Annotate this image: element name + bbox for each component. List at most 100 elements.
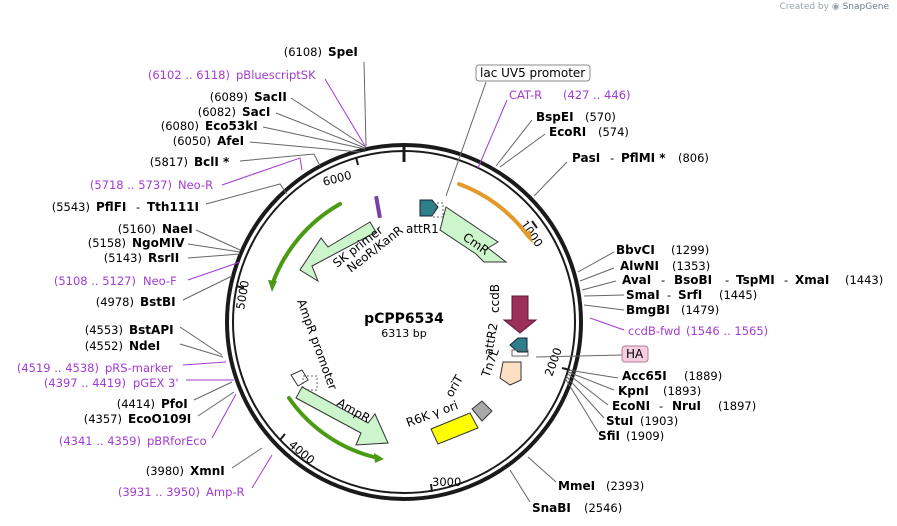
attr1-label: attR1	[406, 222, 439, 236]
backbone-outer-ring	[225, 143, 583, 501]
neor-leader	[221, 157, 303, 186]
attr2-label: attR2	[481, 322, 500, 357]
tick-label-3000: 3000	[432, 475, 461, 489]
left-site-labels: (6108) SpeI (6102 .. 6118) pBluescriptSK…	[17, 45, 367, 499]
neof-range: (5108 .. 5127)	[54, 274, 136, 288]
snabi-leader	[509, 469, 531, 503]
smai-pos: (1445)	[719, 288, 757, 302]
xmni-name: XmnI	[190, 464, 225, 478]
ccdb-gene-arrow	[502, 295, 538, 334]
sfii-leader	[564, 377, 599, 433]
bbvci-name: BbvCI	[616, 243, 655, 257]
pfoi-pos: (4414)	[117, 397, 155, 411]
saci-name: SacI	[242, 105, 270, 119]
sfii-name: SfiI	[598, 429, 620, 443]
ccdbfwd-name: ccdB-fwd	[628, 324, 681, 338]
stui-name: StuI	[606, 414, 633, 428]
ampr-promoter-feature	[290, 369, 309, 387]
pasi-sep: -	[610, 151, 614, 165]
ndei-name: NdeI	[129, 339, 160, 353]
pflfi-leader	[205, 183, 288, 205]
sacii-name: SacII	[254, 90, 287, 104]
ampr-primer-name: Amp-R	[206, 485, 245, 499]
afei-name: AfeI	[217, 134, 244, 148]
pflfi-sep: -	[136, 200, 140, 214]
bcli-name: BclI *	[194, 155, 230, 169]
avai-leader	[581, 280, 617, 291]
green-arc-upper-arrowhead	[268, 280, 277, 292]
snabi-pos: (2546)	[584, 501, 622, 515]
ndei-leader	[179, 343, 224, 358]
xmni-pos: (3980)	[146, 464, 184, 478]
econi-name: EcoNI	[612, 399, 650, 413]
alwni-leader	[579, 267, 615, 282]
catr-leader	[477, 99, 508, 169]
ha-leader	[535, 354, 623, 358]
pasi-name: PasI	[572, 151, 600, 165]
mmei-pos: (2393)	[606, 479, 644, 493]
plasmid-size: 6313 bp	[381, 327, 426, 340]
lac-uv5-label: lac UV5 promoter	[480, 66, 585, 80]
ngomiv-leader	[187, 243, 241, 253]
ecoo109i-leader	[197, 391, 235, 417]
avai-pos: (1443)	[845, 273, 883, 287]
bstbi-leader	[182, 275, 233, 301]
ecori-leader	[499, 133, 546, 168]
tick-1000	[531, 220, 538, 229]
right-site-labels: lac UV5 promoter CAT-R (427 .. 446) BspE…	[445, 64, 883, 515]
bstapi-name: BstAPI	[129, 323, 174, 337]
tick-6000	[355, 156, 359, 166]
saci-pos: (6082)	[198, 105, 236, 119]
green-feature-arc-lower	[287, 396, 380, 460]
catr-name: CAT-R	[509, 88, 542, 102]
rsrii-leader	[187, 253, 241, 259]
afei-leader	[249, 141, 361, 153]
tth111i-name: Tth111I	[147, 200, 199, 214]
sk-primer-mark	[374, 195, 382, 219]
lac-uv5-leader	[445, 81, 487, 197]
attr1-box	[432, 202, 444, 218]
ndei-pos: (4552)	[85, 339, 123, 353]
r6k-ori-feature	[430, 412, 479, 445]
orange-feature-arc	[457, 182, 530, 238]
avai-sep-2: -	[725, 273, 729, 287]
avai-sep-1: -	[661, 273, 665, 287]
bmgbi-name: BmgBI	[626, 303, 670, 317]
prsmarker-leader	[182, 361, 227, 366]
bspei-leader	[495, 119, 533, 167]
pbluescriptsk-name: pBluescriptSK	[236, 68, 316, 82]
neor-range: (5718 .. 5737)	[90, 178, 172, 192]
ha-label: HA	[626, 347, 644, 361]
orit-label: oriT	[442, 372, 466, 399]
bstbi-name: BstBI	[140, 295, 176, 309]
acc65i-name: Acc65I	[622, 369, 667, 383]
xmai-name: XmaI	[795, 273, 829, 287]
mmei-leader	[527, 456, 557, 483]
tick-label-1000: 1000	[518, 218, 546, 250]
rsrii-name: RsrII	[148, 251, 179, 265]
pflfi-name: PflFI	[96, 200, 126, 214]
snapgene-logo-icon: ◉	[831, 2, 840, 12]
snabi-name: SnaBI	[532, 501, 571, 515]
neof-name: Neo-F	[143, 274, 177, 288]
orit-feature	[471, 400, 493, 422]
smai-leader	[583, 294, 625, 297]
tick-5000	[235, 285, 245, 289]
bmgbi-leader	[583, 304, 625, 311]
stui-leader	[565, 375, 605, 419]
bspei-pos: (570)	[585, 110, 616, 124]
bsobi-name: BsoBI	[674, 273, 712, 287]
pflfi-pos: (5543)	[52, 200, 90, 214]
neof-leader	[187, 261, 241, 281]
ngomiv-name: NgoMIV	[132, 236, 185, 250]
tspmi-name: TspMI	[736, 273, 775, 287]
credit-brand: SnapGene	[842, 2, 889, 12]
smai-name: SmaI	[626, 288, 660, 302]
cmr-gene-arrow	[439, 206, 508, 263]
ecoo109i-name: EcoO109I	[128, 412, 191, 426]
prsmarker-range: (4519 .. 4538)	[17, 361, 99, 375]
bstapi-pos: (4553)	[85, 323, 123, 337]
xmni-leader	[231, 447, 263, 469]
pgex3-name: pGEX 3'	[133, 376, 179, 390]
